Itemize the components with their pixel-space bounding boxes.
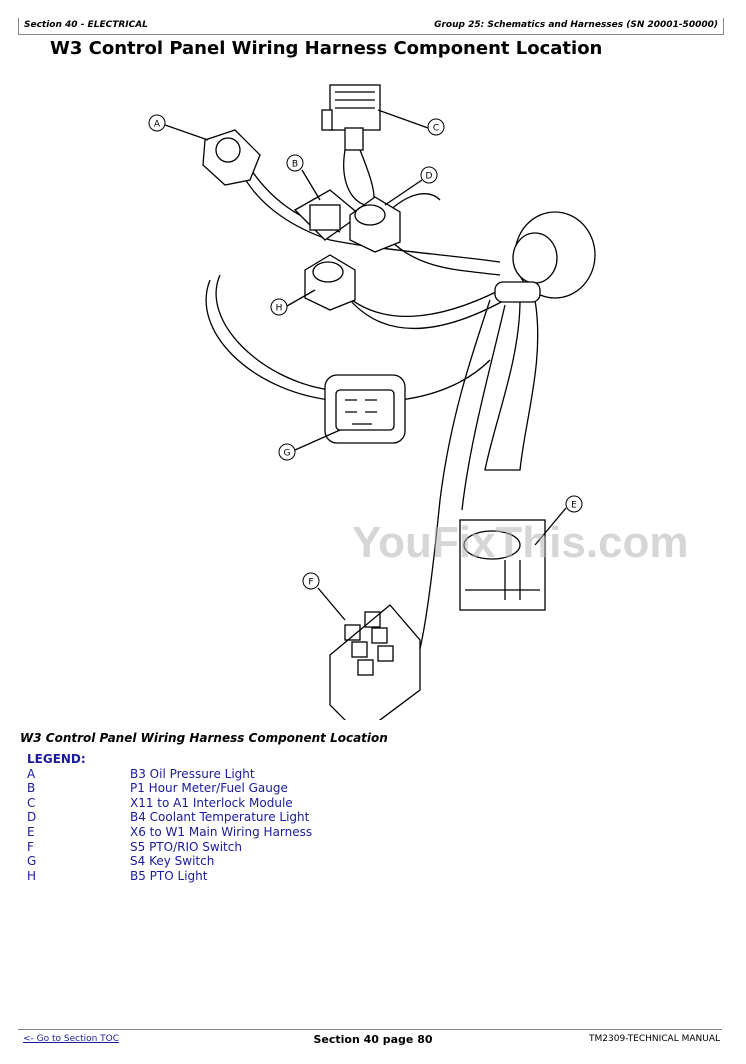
legend-item: A B3 Oil Pressure Light xyxy=(27,767,312,782)
page-header: Section 40 - ELECTRICAL Group 25: Schema… xyxy=(18,18,724,35)
legend-desc: X11 to A1 Interlock Module xyxy=(130,795,293,810)
group-label: Group 25: Schematics and Harnesses (SN 2… xyxy=(434,20,718,30)
callout-d: D xyxy=(426,172,433,182)
legend-item: H B5 PTO Light xyxy=(27,869,312,884)
callout-g: G xyxy=(284,449,291,459)
manual-name: TM2309-TECHNICAL MANUAL xyxy=(589,1034,720,1044)
legend-key: F xyxy=(27,839,34,854)
legend-key: E xyxy=(27,824,35,839)
legend-item: F S5 PTO/RIO Switch xyxy=(27,840,312,855)
page-title: W3 Control Panel Wiring Harness Componen… xyxy=(50,38,603,59)
callout-a: A xyxy=(154,120,161,130)
watermark: YouFixThis.com xyxy=(352,518,689,567)
callout-h: H xyxy=(276,304,283,314)
callout-e: E xyxy=(571,501,577,511)
section-toc-link[interactable]: <- Go to Section TOC xyxy=(23,1034,120,1044)
legend-desc: S4 Key Switch xyxy=(130,854,215,869)
figure-caption: W3 Control Panel Wiring Harness Componen… xyxy=(20,731,388,745)
footer-divider xyxy=(18,1029,722,1030)
legend-item: E X6 to W1 Main Wiring Harness xyxy=(27,825,312,840)
legend-item: G S4 Key Switch xyxy=(27,854,312,869)
legend-item: B P1 Hour Meter/Fuel Gauge xyxy=(27,781,312,796)
legend-desc: S5 PTO/RIO Switch xyxy=(130,839,242,854)
legend-title: LEGEND: xyxy=(27,752,86,766)
legend-desc: X6 to W1 Main Wiring Harness xyxy=(130,824,313,839)
legend-key: G xyxy=(27,854,37,869)
callout-c: C xyxy=(433,124,439,134)
page-number: Section 40 page 80 xyxy=(313,1033,433,1046)
legend-item: D B4 Coolant Temperature Light xyxy=(27,810,312,825)
legend-desc: B4 Coolant Temperature Light xyxy=(130,810,310,825)
legend-desc: B5 PTO Light xyxy=(130,868,208,883)
legend-key: A xyxy=(27,766,36,781)
callout-f: F xyxy=(308,578,313,588)
legend-key: C xyxy=(27,795,36,810)
legend-key: B xyxy=(27,781,36,796)
legend-item: C X11 to A1 Interlock Module xyxy=(27,796,312,811)
callout-b: B xyxy=(292,160,298,170)
section-label: Section 40 - ELECTRICAL xyxy=(24,20,148,30)
legend-key: H xyxy=(27,868,37,883)
legend-desc: P1 Hour Meter/Fuel Gauge xyxy=(130,781,288,796)
harness-diagram: A B C D E F G H xyxy=(148,84,596,720)
legend-desc: B3 Oil Pressure Light xyxy=(130,766,255,781)
legend-key: D xyxy=(27,810,37,825)
